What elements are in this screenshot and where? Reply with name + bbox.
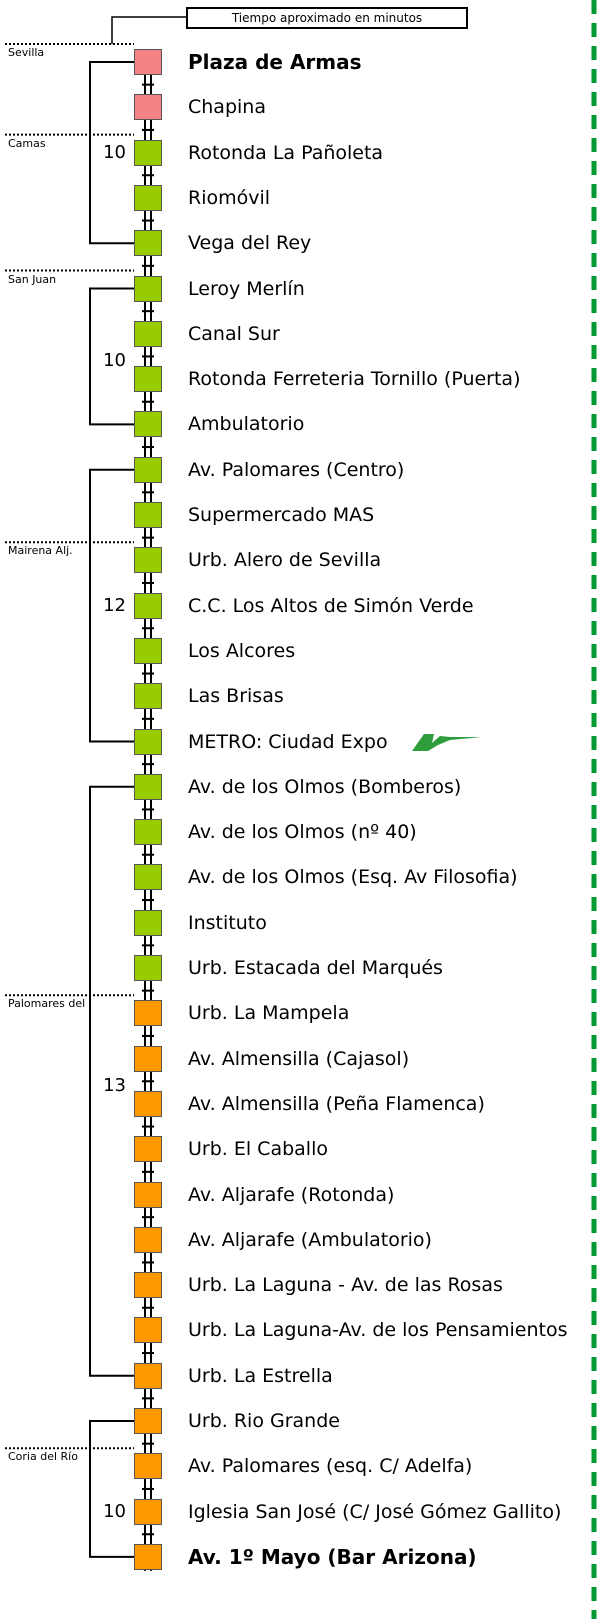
stop-name: Av. de los Olmos (Esq. Av Filosofia) [188,866,518,889]
stop-marker [134,1136,162,1163]
stop-name: Iglesia San José (C/ José Gómez Gallito) [188,1500,562,1523]
stop-marker [134,819,162,846]
metro-logo-icon [412,733,482,751]
stop-name: Urb. La Estrella [188,1364,333,1387]
municipality-label: Sevilla [8,46,45,59]
stop-name: Av. 1º Mayo (Bar Arizona) [188,1544,477,1569]
legend-label: Tiempo aproximado en minutos [231,11,423,25]
stop-marker [134,1408,162,1434]
stop-name: Av. Palomares (Centro) [188,458,405,481]
stop-name: Chapina [188,96,266,119]
stop-marker [134,411,162,438]
stop-name: Los Alcores [188,639,296,662]
metro-logo-shape [412,733,482,751]
segment-time-label: 10 [103,349,126,371]
stop-name: Urb. La Mampela [188,1002,350,1025]
stop-marker [134,275,162,302]
stop-name: Ambulatorio [188,413,305,436]
segment-time-label: 10 [103,1500,126,1522]
stop-marker [134,1272,162,1299]
stop-name: METRO: Ciudad Expo [188,730,388,753]
municipality-label: Palomares del [8,997,86,1011]
stop-marker [134,728,162,755]
stop-name: Instituto [188,911,267,934]
stop-marker [134,1453,162,1480]
stop-marker [134,230,162,257]
segment-bracket [89,468,134,743]
stop-marker [134,1317,162,1344]
municipality-label: San Juan [8,272,57,286]
stop-marker [134,637,162,664]
stop-marker [134,456,162,483]
stop-marker [134,1045,162,1072]
stop-name: Urb. Estacada del Marqués [188,957,443,979]
stop-name: Riomóvil [188,186,271,209]
segment-time-label: 12 [103,594,126,616]
stop-marker [134,502,162,528]
stop-name: Av. de los Olmos (Bomberos) [188,775,462,798]
stop-name: Urb. El Caballo [188,1138,328,1161]
stop-marker [134,320,162,347]
stop-marker [134,1543,162,1570]
stop-name: Av. Palomares (esq. C/ Adelfa) [188,1455,473,1478]
stop-name: Av. Almensilla (Peña Flamenca) [188,1092,485,1115]
stop-name: Urb. La Laguna-Av. de los Pensamientos [188,1319,568,1342]
stop-name: Urb. Alero de Sevilla [188,549,382,572]
stop-name: Supermercado MAS [188,504,375,526]
stop-marker [134,139,162,166]
stop-name: Leroy Merlín [188,277,305,300]
segment-bracket [89,61,134,245]
stop-name: Plaza de Armas [188,50,362,74]
segment-bracket [89,1420,134,1558]
stop-marker [134,1090,162,1117]
stop-marker [134,1000,162,1027]
stop-marker [134,1362,162,1389]
legend-leader-line [111,16,186,44]
stop-name: Rotonda Ferreteria Tornillo (Puerta) [188,368,521,391]
stop-name: Av. Aljarafe (Ambulatorio) [188,1228,432,1251]
segment-time-label: 13 [103,1074,126,1096]
segment-bracket [89,785,134,1377]
municipality-label: Camas [8,136,46,150]
stop-name: Las Brisas [188,685,284,708]
legend-box: Tiempo aproximado en minutos [186,7,468,29]
stop-name: Urb. La Laguna - Av. de las Rosas [188,1274,503,1297]
stop-name: C.C. Los Altos de Simón Verde [188,594,474,617]
stop-name: Av. Aljarafe (Rotonda) [188,1183,395,1206]
stop-marker [134,773,162,800]
stop-marker [134,1181,162,1208]
segment-time-label: 10 [103,141,126,163]
stop-marker [134,1498,162,1525]
stop-name: Urb. Rio Grande [188,1410,340,1432]
stop-marker [134,49,162,75]
stop-name: Av. Almensilla (Cajasol) [188,1047,410,1070]
stop-marker [134,864,162,891]
stop-marker [134,909,162,936]
stop-name: Av. de los Olmos (nº 40) [188,821,417,844]
stop-marker [134,184,162,211]
stop-name: Canal Sur [188,322,280,345]
stop-marker [134,547,162,574]
stop-name: Vega del Rey [188,232,312,255]
stop-marker [134,955,162,981]
municipality-label: Mairena Alj. [8,544,73,558]
stop-marker [134,683,162,710]
stop-marker [134,592,162,619]
stop-marker [134,1226,162,1253]
stop-marker [134,366,162,393]
stop-name: Rotonda La Pañoleta [188,141,384,164]
municipality-label: Coria del Río [8,1450,78,1464]
stop-marker [134,94,162,121]
segment-bracket [89,287,134,426]
